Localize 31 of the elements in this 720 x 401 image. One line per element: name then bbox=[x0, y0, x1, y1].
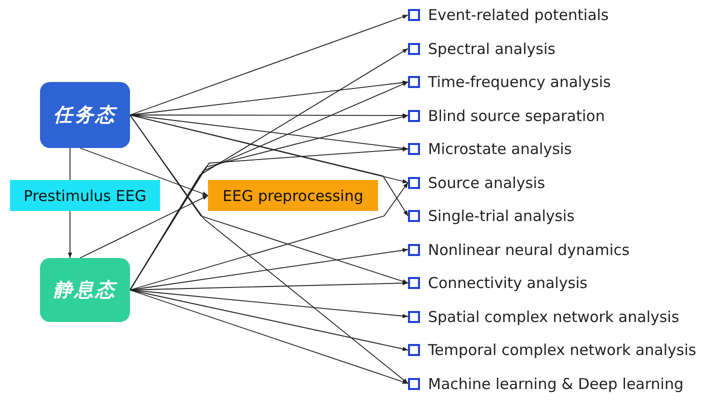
method-label: Blind source separation bbox=[428, 106, 605, 124]
method-label: Time-frequency analysis bbox=[428, 73, 611, 91]
arrow bbox=[130, 290, 408, 384]
method-label: Temporal complex network analysis bbox=[428, 341, 696, 359]
method-label: Spectral analysis bbox=[428, 40, 556, 58]
arrow bbox=[130, 14, 408, 116]
arrow bbox=[130, 290, 408, 351]
method-label: Microstate analysis bbox=[428, 140, 572, 158]
arrow bbox=[68, 210, 72, 258]
method-label: Event-related potentials bbox=[428, 6, 609, 24]
process-box: EEG preprocessing bbox=[208, 180, 378, 211]
arrow bbox=[130, 147, 408, 290]
arrow bbox=[130, 248, 408, 290]
method-label: Source analysis bbox=[428, 174, 546, 192]
state-box: 任务态 bbox=[40, 82, 130, 148]
method-label: Machine learning & Deep learning bbox=[428, 374, 684, 392]
arrow bbox=[130, 113, 408, 118]
process-box: Prestimulus EEG bbox=[10, 180, 160, 211]
arrow bbox=[130, 114, 408, 150]
arrow bbox=[130, 182, 408, 290]
arrow bbox=[130, 114, 408, 384]
arrow bbox=[80, 195, 208, 258]
method-label: Connectivity analysis bbox=[428, 274, 588, 292]
method-label: Spatial complex network analysis bbox=[428, 308, 680, 326]
arrow bbox=[130, 80, 408, 116]
method-label: Nonlinear neural dynamics bbox=[428, 240, 630, 258]
arrow bbox=[130, 290, 408, 318]
method-label: Single-trial analysis bbox=[428, 207, 575, 225]
state-box: 静息态 bbox=[40, 258, 130, 322]
arrow bbox=[130, 114, 408, 216]
arrow bbox=[80, 148, 208, 196]
